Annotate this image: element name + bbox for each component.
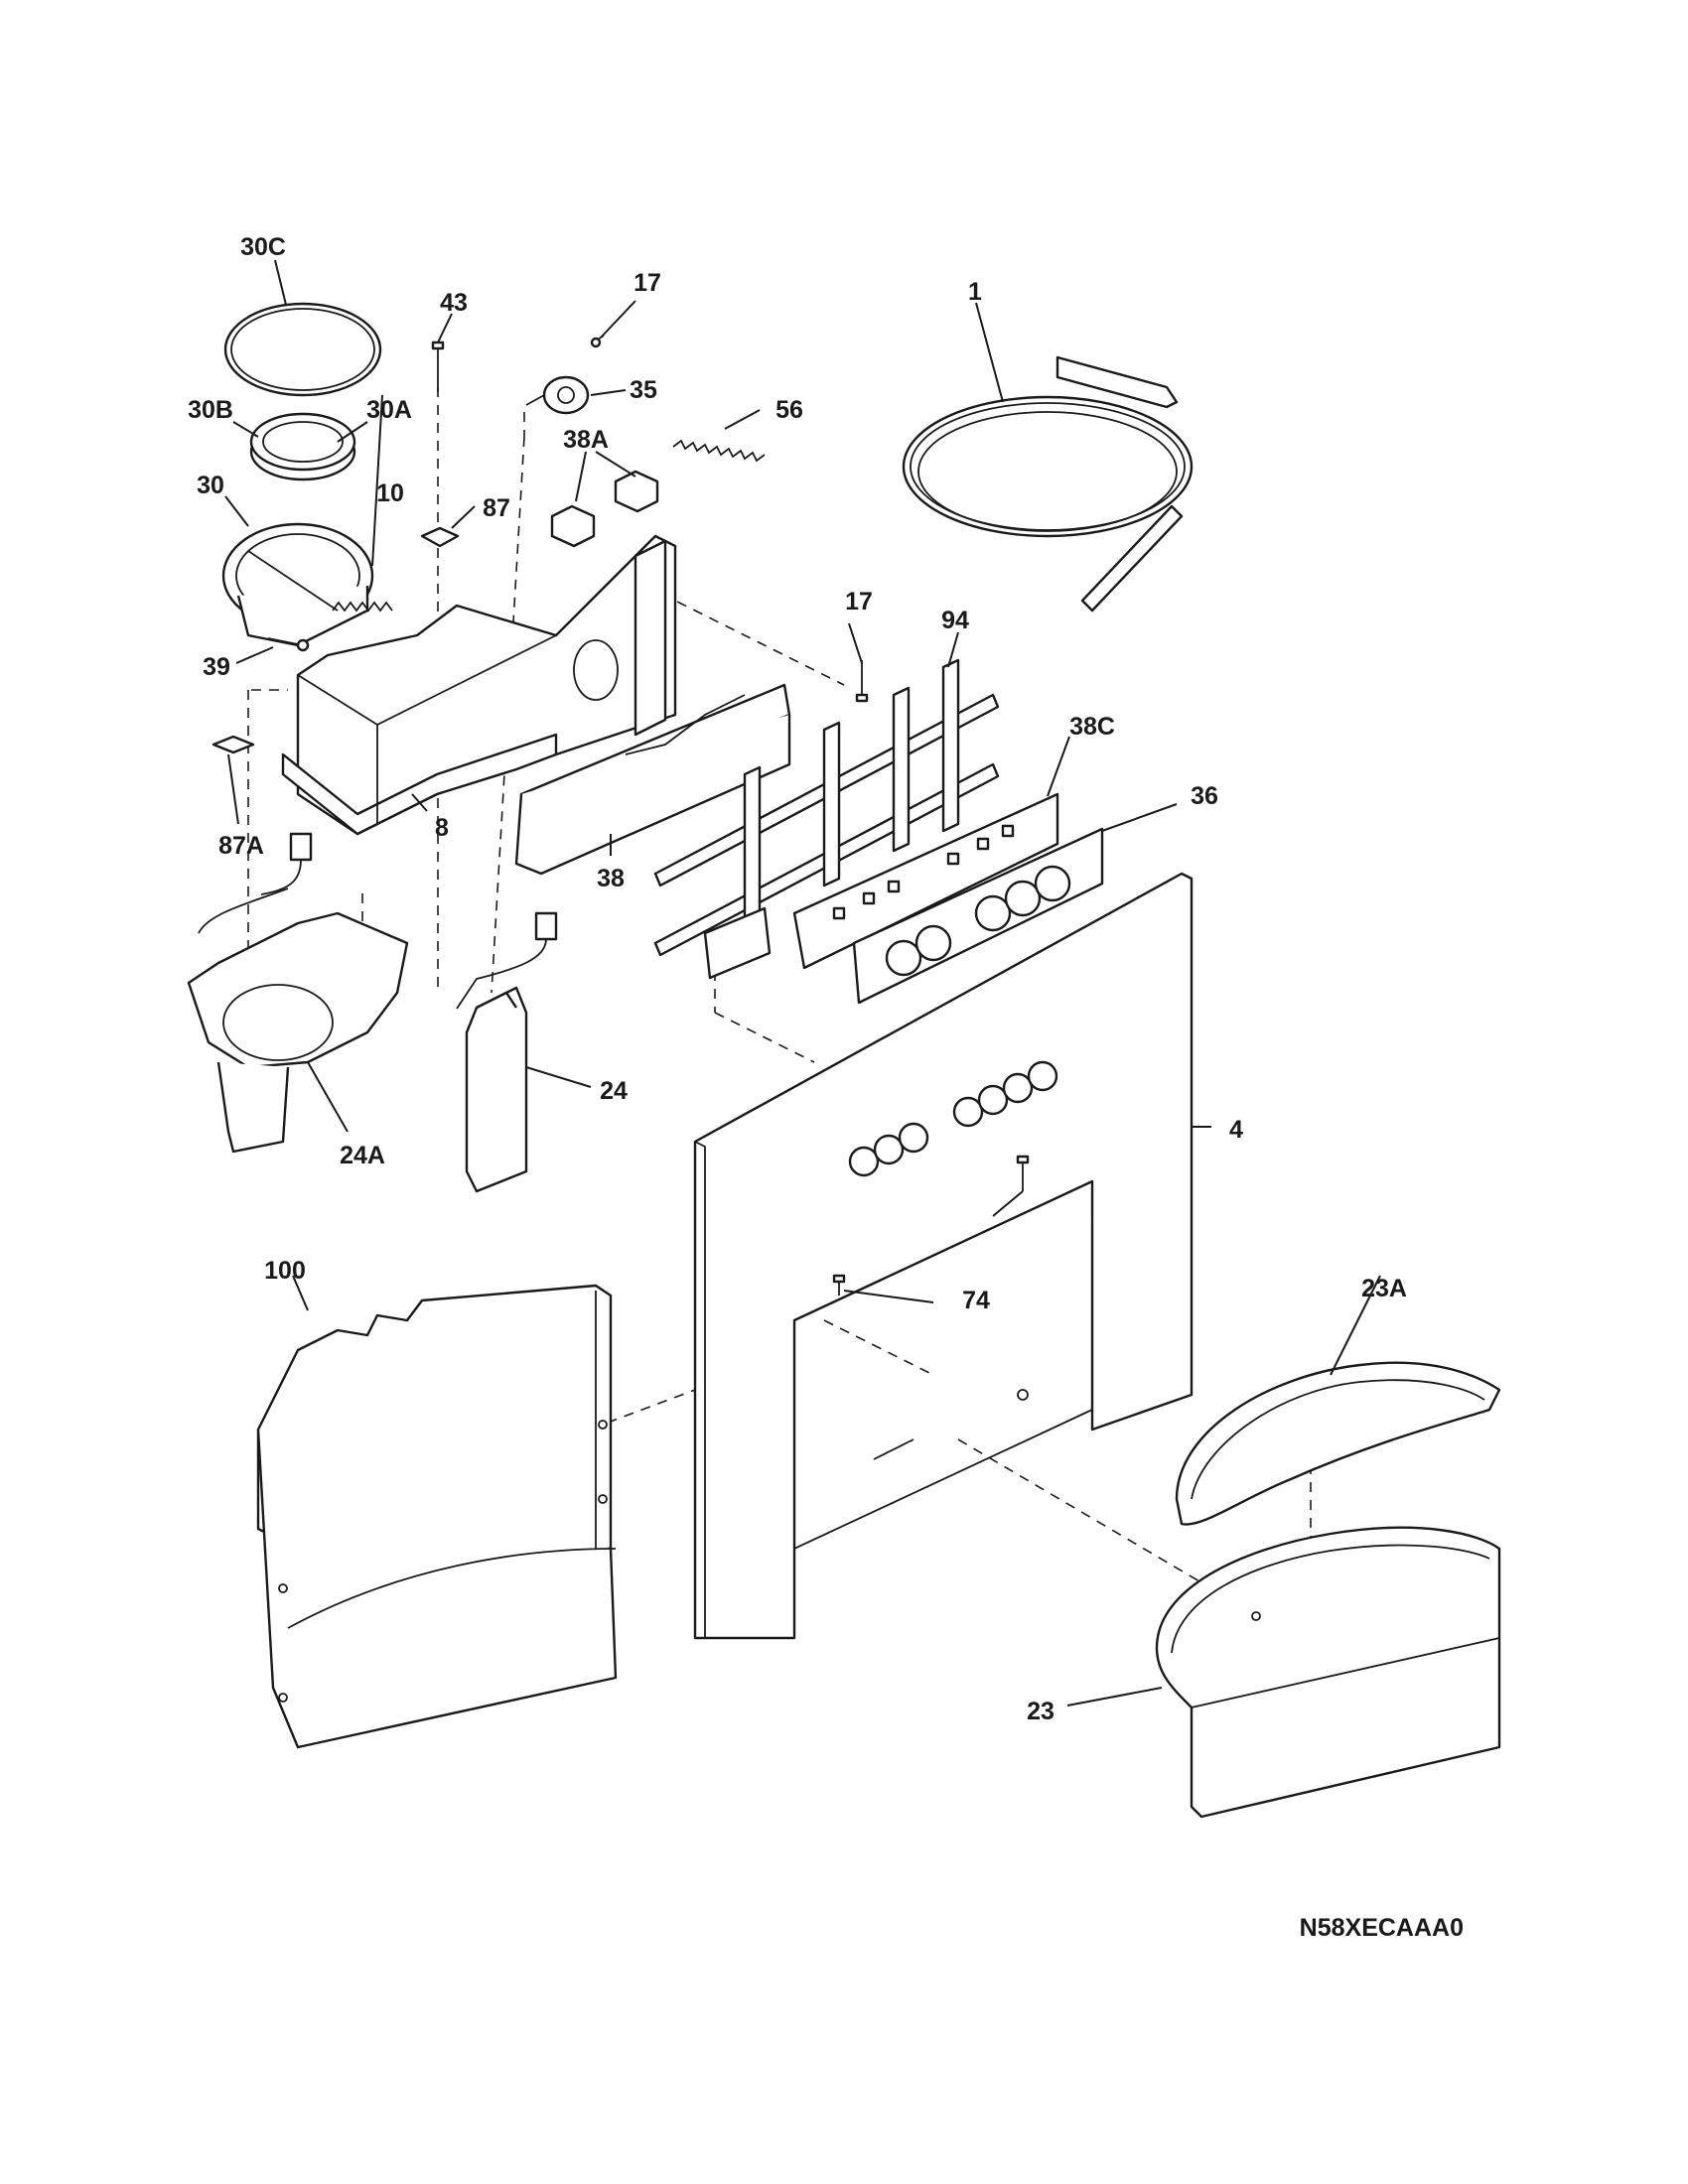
part-17-screw-mid[interactable]: [855, 660, 869, 703]
part-43-screw[interactable]: [431, 341, 445, 392]
label-38: 38: [597, 865, 625, 892]
label-8: 8: [435, 814, 449, 842]
label-35: 35: [630, 376, 657, 404]
label-39: 39: [203, 653, 230, 681]
part-10-spring[interactable]: [332, 601, 393, 613]
part-56-spring[interactable]: [672, 439, 766, 463]
part-87A-bracket[interactable]: [211, 735, 255, 754]
part-87-bracket[interactable]: [420, 526, 460, 548]
label-87: 87: [483, 494, 510, 522]
label-10: 10: [376, 479, 404, 507]
label-43: 43: [440, 289, 468, 317]
label-30C: 30C: [240, 233, 286, 261]
part-30-light-housing[interactable]: [221, 522, 374, 647]
part-38-control-board[interactable]: [514, 683, 791, 876]
part-38C-switch-board[interactable]: [792, 792, 1059, 970]
label-17-mid: 17: [845, 588, 873, 615]
label-38C: 38C: [1069, 713, 1115, 741]
part-4-front-panel[interactable]: [693, 872, 1194, 1640]
label-30A: 30A: [366, 396, 412, 424]
label-24A: 24A: [340, 1142, 385, 1169]
part-1-water-tubing[interactable]: [902, 355, 1194, 613]
part-24-water-valve[interactable]: [456, 911, 558, 1193]
part-30B-lens[interactable]: [249, 412, 356, 481]
part-100-shield[interactable]: [256, 1284, 618, 1749]
label-94: 94: [941, 607, 969, 634]
part-number-labels: 30C 43 17 1 30B 30A 35 56 30 10 38A 87 3…: [188, 233, 1407, 1725]
part-39-pivot-pin[interactable]: [267, 637, 310, 652]
part-23A-drip-tray-grille[interactable]: [1175, 1361, 1501, 1526]
part-23-drip-tray[interactable]: [1155, 1526, 1501, 1819]
part-36-button-overlay[interactable]: [852, 827, 1104, 1005]
leader-lines: [224, 259, 1381, 1706]
label-36: 36: [1191, 782, 1218, 810]
part-35-actuator[interactable]: [525, 375, 590, 415]
part-38A-switches[interactable]: [550, 470, 659, 548]
label-23: 23: [1027, 1698, 1055, 1725]
part-74-screws[interactable]: [832, 1155, 1030, 1296]
label-17-top: 17: [633, 269, 661, 297]
part-30C-gasket-ring[interactable]: [223, 302, 382, 397]
label-56: 56: [775, 396, 803, 424]
label-100: 100: [264, 1257, 306, 1285]
part-24A-ice-chute[interactable]: [187, 832, 409, 1154]
label-4: 4: [1229, 1116, 1243, 1144]
label-1: 1: [968, 278, 982, 306]
label-38A: 38A: [563, 426, 609, 454]
part-94-paddle-frame[interactable]: [653, 658, 1000, 980]
diagram-code: N58XECAAA0: [1300, 1914, 1464, 1942]
label-74: 74: [962, 1287, 990, 1314]
label-24: 24: [600, 1077, 628, 1105]
label-30: 30: [197, 472, 224, 499]
part-8-dispenser-housing[interactable]: [281, 534, 677, 836]
label-23A: 23A: [1361, 1275, 1407, 1302]
label-87A: 87A: [218, 832, 264, 860]
label-30B: 30B: [188, 396, 233, 424]
